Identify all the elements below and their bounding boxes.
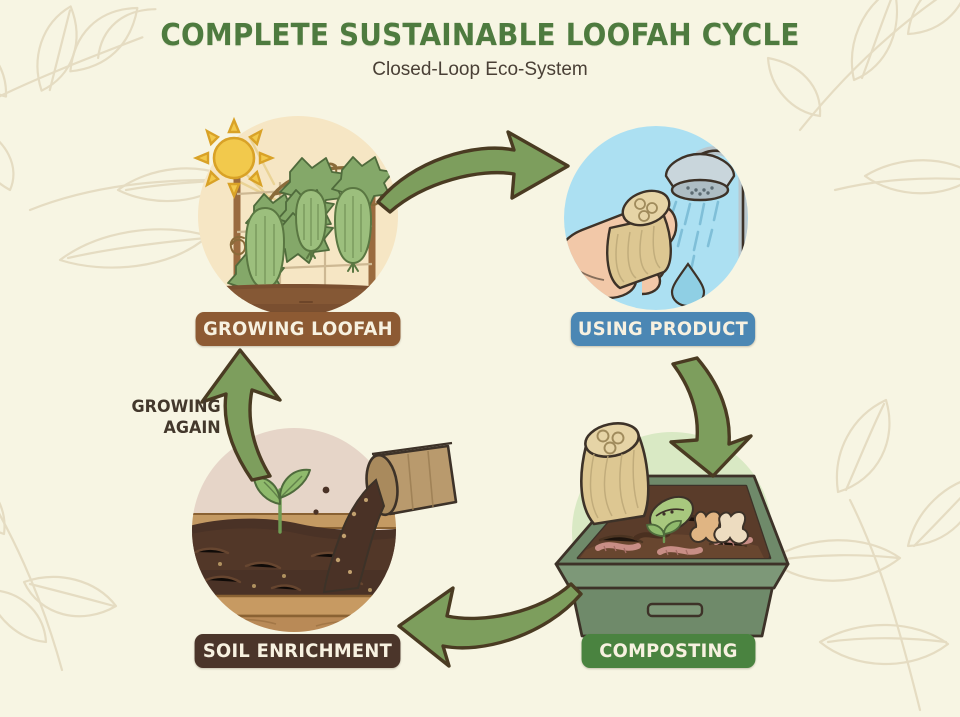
pouring-pot-icon <box>313 441 458 594</box>
stage-label-growing-loofah[interactable]: GROWING LOOFAH <box>195 312 401 346</box>
loofah-sponge-icon <box>580 422 650 526</box>
stage-illustration-growing-loofah <box>170 98 420 328</box>
arrow-grow-to-use <box>376 130 570 214</box>
compost-stream <box>322 478 386 594</box>
apple-core-icon <box>689 510 749 545</box>
connector-label-growing-again: GROWING AGAIN <box>115 397 221 438</box>
stage-label-using-product[interactable]: USING PRODUCT <box>570 312 756 346</box>
sprout-icon <box>645 520 682 544</box>
page-title: COMPLETE SUSTAINABLE LOOFAH CYCLE <box>160 18 800 53</box>
stage-label-text: USING PRODUCT <box>577 318 749 340</box>
loofah-sponge-icon <box>606 189 672 290</box>
stage-label-soil-enrichment[interactable]: SOIL ENRICHMENT <box>194 634 401 668</box>
stage-label-composting[interactable]: COMPOSTING <box>581 634 756 668</box>
stage-label-text: GROWING LOOFAH <box>203 318 393 340</box>
sun-icon <box>192 116 276 200</box>
title-block: COMPLETE SUSTAINABLE LOOFAH CYCLE Closed… <box>0 18 960 81</box>
stage-label-text: SOIL ENRICHMENT <box>202 640 393 662</box>
page-subtitle: Closed-Loop Eco-System <box>372 59 588 80</box>
arrow-use-to-compost <box>669 356 753 478</box>
connector-label-line-2: AGAIN <box>163 417 221 438</box>
arrow-soil-to-grow <box>200 348 282 482</box>
connector-label-line-1: GROWING <box>131 397 221 417</box>
stage-label-text: COMPOSTING <box>599 640 738 662</box>
stage-illustration-using-product <box>548 122 780 324</box>
seedling-icon <box>253 468 311 534</box>
stage-illustration-composting <box>540 420 802 644</box>
stage-illustration-soil-enrichment <box>176 420 460 644</box>
arrow-compost-to-soil <box>397 582 583 668</box>
shower-head-cone <box>664 152 736 202</box>
